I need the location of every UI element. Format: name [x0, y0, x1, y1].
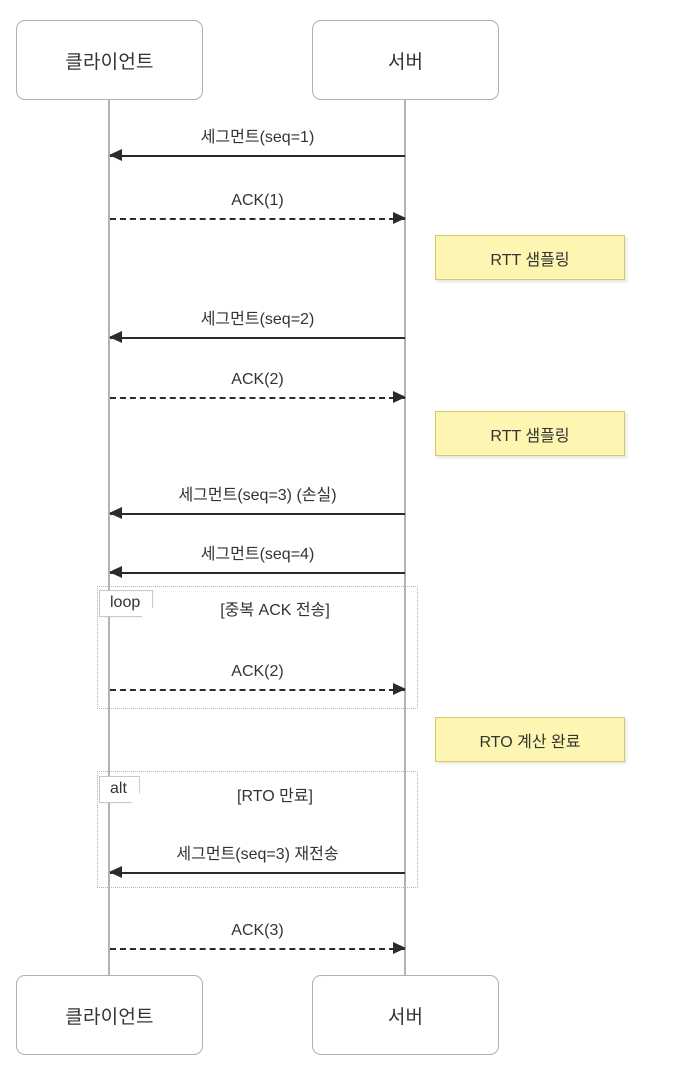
note-label: RTT 샘플링	[490, 251, 570, 269]
note-label: RTT 샘플링	[490, 427, 570, 445]
participant-client-top[interactable]: 클라이언트	[16, 20, 203, 100]
arrowhead-left-icon	[109, 331, 122, 343]
arrowhead-right-icon	[393, 212, 406, 224]
participant-server-top[interactable]: 서버	[312, 20, 499, 100]
message-line	[110, 872, 405, 874]
arrowhead-left-icon	[109, 866, 122, 878]
participant-server-bottom[interactable]: 서버	[312, 975, 499, 1055]
message-line	[110, 397, 405, 399]
message-label: ACK(2)	[231, 663, 284, 680]
arrowhead-right-icon	[393, 942, 406, 954]
arrowhead-left-icon	[109, 566, 122, 578]
message-line	[110, 337, 405, 339]
message-line	[110, 948, 405, 950]
note-rtt-sampling-2: RTT 샘플링	[435, 411, 625, 456]
message-label: 세그먼트(seq=3) 재전송	[176, 846, 339, 863]
message-label: 세그먼트(seq=3) (손실)	[178, 487, 337, 504]
participant-client-top-label: 클라이언트	[65, 51, 154, 73]
message-line	[110, 155, 405, 157]
lifeline-server	[404, 100, 406, 975]
fragment-loop-operator-label: loop	[110, 594, 141, 611]
fragment-loop-condition: [중복 ACK 전송]	[160, 596, 390, 620]
message-line	[110, 689, 405, 691]
participant-server-bottom-label: 서버	[387, 1006, 424, 1028]
fragment-alt[interactable]	[97, 771, 418, 888]
arrowhead-right-icon	[393, 683, 406, 695]
message-label: 세그먼트(seq=2)	[200, 311, 315, 328]
arrowhead-left-icon	[109, 507, 122, 519]
message-label: ACK(1)	[231, 192, 284, 209]
fragment-alt-condition: [RTO 만료]	[160, 782, 390, 806]
arrowhead-left-icon	[109, 149, 122, 161]
message-line	[110, 218, 405, 220]
fragment-alt-operator-label: alt	[110, 780, 127, 797]
participant-client-bottom-label: 클라이언트	[65, 1006, 154, 1028]
participant-server-top-label: 서버	[387, 51, 424, 73]
note-rtt-sampling-1: RTT 샘플링	[435, 235, 625, 280]
fragment-loop-condition-label: [중복 ACK 전송]	[220, 602, 330, 619]
arrowhead-right-icon	[393, 391, 406, 403]
message-label: ACK(2)	[231, 371, 284, 388]
message-label: 세그먼트(seq=4)	[200, 546, 315, 563]
fragment-alt-condition-label: [RTO 만료]	[237, 788, 313, 805]
lifeline-client	[108, 100, 110, 975]
participant-client-bottom[interactable]: 클라이언트	[16, 975, 203, 1055]
fragment-loop[interactable]	[97, 586, 418, 709]
note-rto-calculation-complete: RTO 계산 완료	[435, 717, 625, 762]
note-label: RTO 계산 완료	[479, 733, 581, 751]
message-label: ACK(3)	[231, 922, 284, 939]
message-line	[110, 513, 405, 515]
message-line	[110, 572, 405, 574]
message-label: 세그먼트(seq=1)	[200, 129, 315, 146]
fragment-loop-operator: loop	[99, 590, 154, 618]
fragment-alt-operator: alt	[99, 776, 140, 804]
